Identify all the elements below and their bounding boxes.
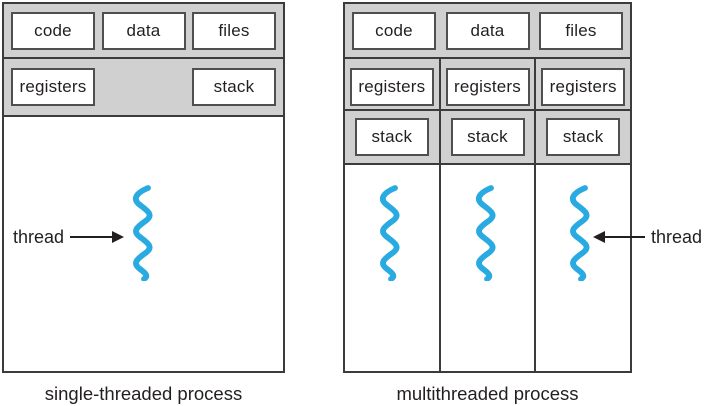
thread-2-registers-box: registers [445,68,530,106]
thread-squiggle-icon [379,185,400,281]
right-arrow-line [605,236,645,238]
thread-squiggle-icon [569,185,590,281]
thread-1-area [345,165,441,371]
multithreaded-caption: multithreaded process [396,383,579,404]
thread-2-area [440,165,537,371]
thread-column-1: registers stack [345,59,441,163]
right-thread-annotation: thread [593,227,702,247]
thread-column-3: registers stack [536,59,631,163]
left-stack-box: stack [192,68,276,106]
thread-column-2: registers stack [440,59,537,163]
left-code-box: code [11,11,95,50]
right-thread-areas [345,165,631,371]
thread-2-stack-box: stack [450,118,525,156]
thread-2-registers-cell: registers [440,59,535,111]
right-code-box: code [352,11,436,50]
thread-1-registers-box: registers [349,68,434,106]
thread-1-stack-cell: stack [345,111,439,163]
right-files-box: files [539,11,623,50]
thread-3-registers-box: registers [541,68,626,106]
left-registers-box: registers [11,68,95,106]
single-threaded-process-box: code data files registers stack [2,2,285,373]
left-data-box: data [101,11,186,50]
right-shared-resources-band: code data files [345,4,630,59]
right-thread-label: thread [651,226,703,247]
left-thread-area [4,117,283,371]
thread-2-stack-cell: stack [440,111,535,163]
left-shared-resources-band: code data files [4,4,283,59]
thread-squiggle-icon [475,185,496,281]
thread-squiggle-icon [132,185,153,281]
right-arrowhead-icon [112,231,125,243]
left-arrowhead-icon [593,231,605,243]
thread-1-stack-box: stack [354,118,429,156]
left-context-band: registers stack [4,59,283,117]
left-arrow-line [70,236,113,238]
thread-1-registers-cell: registers [345,59,439,111]
thread-3-area [536,165,631,371]
left-thread-annotation: thread [13,226,125,247]
left-thread-label: thread [13,226,65,247]
thread-3-stack-cell: stack [536,111,631,163]
right-data-box: data [445,11,530,50]
thread-3-registers-cell: registers [536,59,631,111]
right-per-thread-grid: registers stack registers stack register… [345,59,631,165]
multithreaded-process-box: code data files registers stack register… [343,2,632,373]
left-files-box: files [192,11,276,50]
single-threaded-caption: single-threaded process [44,383,243,404]
thread-3-stack-box: stack [546,118,621,156]
